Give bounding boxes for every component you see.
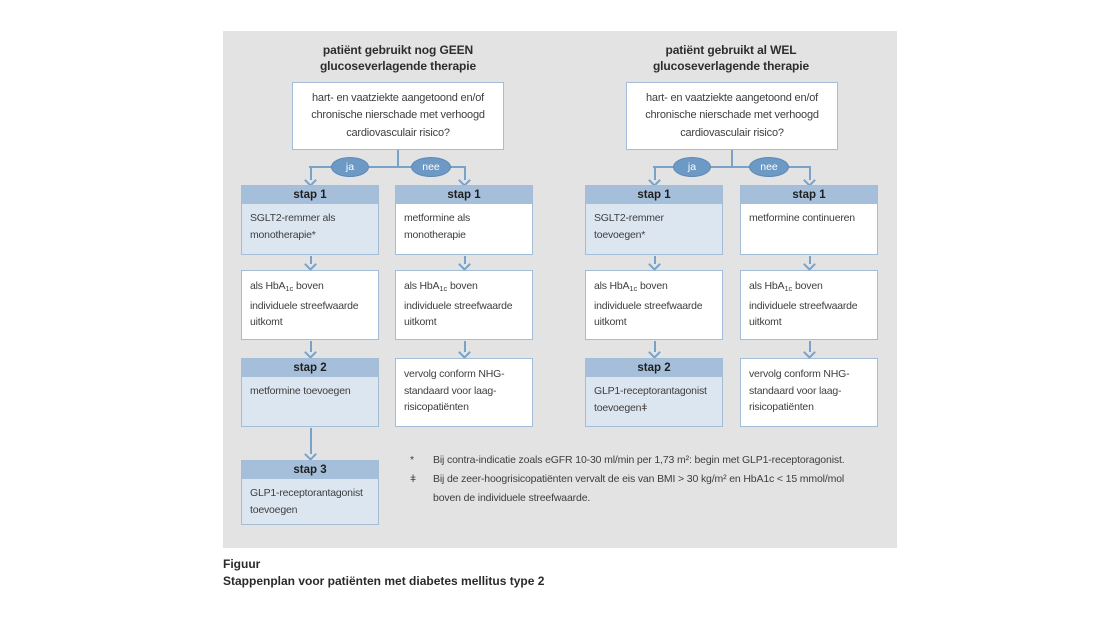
group1-branch-horizontal-line xyxy=(309,166,465,168)
g1c1-step1-box: stap 1 SGLT2-remmer als monotherapie* xyxy=(241,185,379,255)
group1-branch-stem-line xyxy=(397,150,399,167)
group2-title: patiënt gebruikt al WEL glucoseverlagend… xyxy=(606,42,856,74)
g2c1-arrow-1 xyxy=(648,256,662,271)
g1c1-step2-header: stap 2 xyxy=(242,359,378,377)
g2c1-step2-box: stap 2 GLP1-receptorantagonist toevoegen… xyxy=(585,358,723,427)
g1c1-condition-box: als HbA1c boven individuele streefwaarde… xyxy=(241,270,379,340)
footnote-dagger-text: Bij de zeer-hoogrisicopatiënten vervalt … xyxy=(433,470,888,508)
g2c2-condition-pre: als HbA xyxy=(749,280,785,292)
g1c1-step3-box: stap 3 GLP1-receptorantagonist toevoegen xyxy=(241,460,379,525)
group2-nee-arrow-down xyxy=(803,166,817,187)
g1c2-followup-box: vervolg conform NHG-standaard voor laag-… xyxy=(395,358,533,427)
g1c1-step2-box: stap 2 metformine toevoegen xyxy=(241,358,379,427)
g2c1-step1-box: stap 1 SGLT2-remmer toevoegen* xyxy=(585,185,723,255)
figure-caption-title: Stappenplan voor patiënten met diabetes … xyxy=(223,574,545,588)
group2-nee-oval: nee xyxy=(749,157,789,177)
footnote-asterisk-text: Bij contra-indicatie zoals eGFR 10-30 ml… xyxy=(433,454,845,466)
g2c2-step1-header: stap 1 xyxy=(741,186,877,204)
figure-caption: Figuur Stappenplan voor patiënten met di… xyxy=(223,556,783,590)
footnotes: * Bij contra-indicatie zoals eGFR 10-30 … xyxy=(410,451,888,508)
group2-title-line2: glucoseverlagende therapie xyxy=(652,59,810,73)
g2c1-condition-sub: 1c xyxy=(629,284,638,293)
group1-title-line2: glucoseverlagende therapie xyxy=(319,59,477,73)
g2c1-condition-pre: als HbA xyxy=(594,280,630,292)
group1-ja-arrow-down xyxy=(304,166,318,187)
g1c1-arrow-1 xyxy=(304,256,318,271)
g2c2-step1-text: metformine continueren xyxy=(749,212,855,224)
footnote-asterisk-marker: * xyxy=(410,454,414,466)
g1c1-arrow-2 xyxy=(304,341,318,359)
footnote-dagger-marker: ǂ xyxy=(410,473,416,485)
g1c2-step1-header: stap 1 xyxy=(396,186,532,204)
g2c1-step2-header: stap 2 xyxy=(586,359,722,377)
g1c2-condition-box: als HbA1c boven individuele streefwaarde… xyxy=(395,270,533,340)
g1c1-step1-header: stap 1 xyxy=(242,186,378,204)
g2c2-followup-text: vervolg conform NHG-standaard voor laag-… xyxy=(749,368,850,413)
g2c1-step1-text: SGLT2-remmer toevoegen* xyxy=(594,212,664,241)
g1c1-step3-text: GLP1-receptorantagonist toevoegen xyxy=(250,487,363,516)
g2c2-followup-box: vervolg conform NHG-standaard voor laag-… xyxy=(740,358,878,427)
footnote-dagger: ǂ Bij de zeer-hoogrisicopatiënten verval… xyxy=(410,470,888,508)
group2-branch-horizontal-line xyxy=(653,166,810,168)
g2c2-step1-box: stap 1 metformine continueren xyxy=(740,185,878,255)
g1c1-condition-sub: 1c xyxy=(285,284,294,293)
g2c2-condition-post: boven individuele streefwaarde uitkomt xyxy=(749,280,858,328)
g2c1-step2-text: GLP1-receptorantagonist toevoegenǂ xyxy=(594,385,707,414)
footnote-dagger-line2: boven de individuele streefwaarde. xyxy=(433,492,591,504)
g1c1-condition-pre: als HbA xyxy=(250,280,286,292)
g2c1-step1-header: stap 1 xyxy=(586,186,722,204)
g2c2-arrow-2 xyxy=(803,341,817,359)
g1c1-step2-text: metformine toevoegen xyxy=(250,385,351,397)
g1c2-condition-pre: als HbA xyxy=(404,280,440,292)
g2c2-arrow-1 xyxy=(803,256,817,271)
g1c1-step3-header: stap 3 xyxy=(242,461,378,479)
g2c2-condition-box: als HbA1c boven individuele streefwaarde… xyxy=(740,270,878,340)
g1c2-arrow-1 xyxy=(458,256,472,271)
g1c2-followup-text: vervolg conform NHG-standaard voor laag-… xyxy=(404,368,505,413)
figure-caption-label: Figuur xyxy=(223,557,261,571)
g1c2-condition-post: boven individuele streefwaarde uitkomt xyxy=(404,280,513,328)
g1c2-condition-sub: 1c xyxy=(439,284,448,293)
g1c1-arrow-3 xyxy=(304,428,318,461)
group1-title: patiënt gebruikt nog GEEN glucoseverlage… xyxy=(273,42,523,74)
g2c1-arrow-2 xyxy=(648,341,662,359)
group2-ja-arrow-down xyxy=(648,166,662,187)
group1-nee-oval: nee xyxy=(411,157,451,177)
group2-question-text: hart- en vaatziekte aangetoond en/of chr… xyxy=(645,91,819,139)
group1-ja-oval: ja xyxy=(331,157,369,177)
g2c1-condition-box: als HbA1c boven individuele streefwaarde… xyxy=(585,270,723,340)
g1c1-condition-post: boven individuele streefwaarde uitkomt xyxy=(250,280,359,328)
g1c1-step1-text: SGLT2-remmer als monotherapie* xyxy=(250,212,336,241)
group2-question-box: hart- en vaatziekte aangetoond en/of chr… xyxy=(626,82,838,150)
group1-title-line1: patiënt gebruikt nog GEEN xyxy=(322,43,474,57)
group2-title-line1: patiënt gebruikt al WEL xyxy=(665,43,797,57)
g2c2-condition-sub: 1c xyxy=(784,284,793,293)
g1c2-step1-text: metformine als monotherapie xyxy=(404,212,471,241)
group1-question-box: hart- en vaatziekte aangetoond en/of chr… xyxy=(292,82,504,150)
group1-nee-arrow-down xyxy=(458,166,472,187)
g1c2-arrow-2 xyxy=(458,341,472,359)
group1-question-text: hart- en vaatziekte aangetoond en/of chr… xyxy=(311,91,485,139)
group2-ja-oval: ja xyxy=(673,157,711,177)
footnote-dagger-line1: Bij de zeer-hoogrisicopatiënten vervalt … xyxy=(433,473,845,485)
group2-branch-stem-line xyxy=(731,150,733,167)
g2c1-condition-post: boven individuele streefwaarde uitkomt xyxy=(594,280,703,328)
g1c2-step1-box: stap 1 metformine als monotherapie xyxy=(395,185,533,255)
footnote-asterisk: * Bij contra-indicatie zoals eGFR 10-30 … xyxy=(410,451,888,470)
